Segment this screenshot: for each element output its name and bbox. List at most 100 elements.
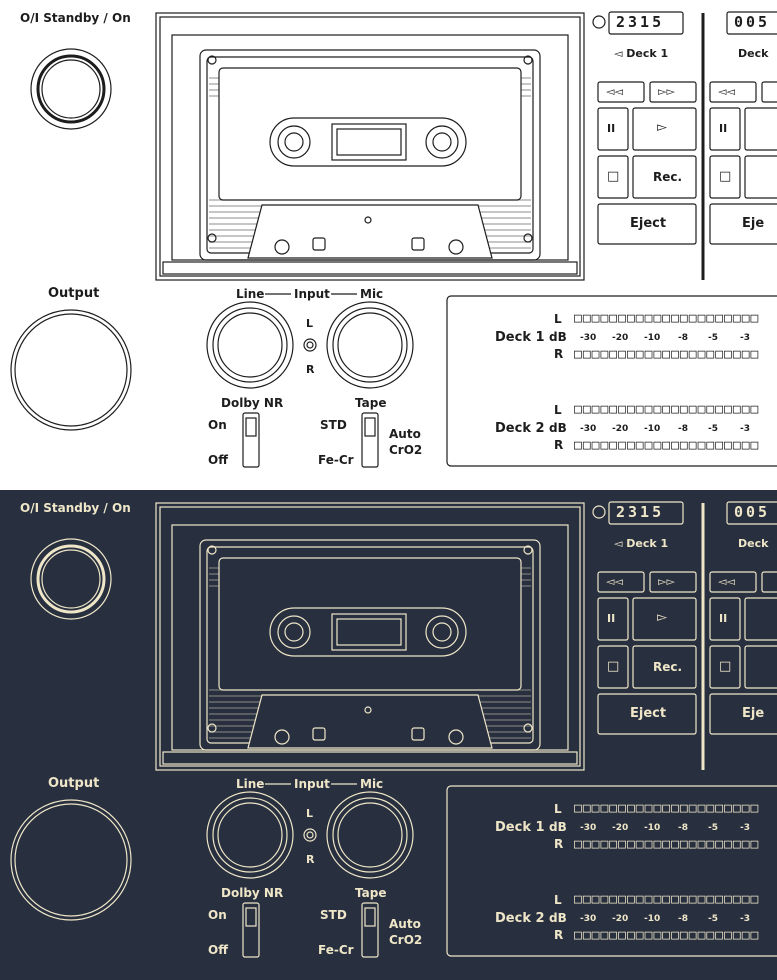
deck1-stop-button[interactable]: □ — [607, 659, 620, 674]
meter2-scale-8: -8 — [678, 424, 688, 434]
mic-knob[interactable] — [326, 791, 414, 879]
meter-deck2-r-segments: □□□□□□□□□□□□□□□□□□□□□ — [574, 928, 760, 943]
meter2-scale-5: -5 — [708, 424, 718, 434]
deck1-ff-button[interactable]: ▻▻ — [658, 575, 675, 588]
meter-deck1-label: Deck 1 — [495, 820, 545, 835]
dark-panel: O/I Standby / On Output Line Input Mic L… — [0, 490, 777, 980]
dolby-off: Off — [208, 943, 228, 957]
deck1-pause-button[interactable]: II — [607, 122, 616, 135]
lr-jack[interactable] — [303, 828, 317, 842]
meter-deck1-db: dB — [549, 820, 567, 834]
meter-deck2-l: L — [554, 893, 562, 907]
line-knob[interactable] — [206, 301, 294, 389]
deck1-label: ◅ Deck 1 — [614, 47, 669, 60]
tape-switch[interactable] — [361, 412, 379, 468]
deck1-ff-button[interactable]: ▻▻ — [658, 85, 675, 98]
meter-deck2-label: Deck 2 — [495, 421, 545, 436]
deck1-label: ◅ Deck 1 — [614, 537, 669, 550]
deck2-rewind-button[interactable]: ◅◅ — [718, 85, 735, 98]
input-line-label: Line — [236, 777, 265, 791]
deck2-pause-button[interactable]: II — [719, 612, 728, 625]
output-label: Output — [48, 776, 100, 791]
meter-deck2-r: R — [554, 438, 564, 452]
meter-deck2-label: Deck 2 — [495, 911, 545, 926]
meter-deck2-l: L — [554, 403, 562, 417]
meter-deck1-r: R — [554, 347, 564, 361]
deck1-controls — [592, 501, 705, 770]
dolby-switch[interactable] — [242, 412, 260, 468]
deck2-counter: 005 — [734, 503, 771, 521]
output-knob[interactable] — [10, 309, 132, 431]
meter-scale-20: -20 — [612, 333, 629, 343]
meter-scale-5: -5 — [708, 333, 718, 343]
deck2-counter: 005 — [734, 13, 771, 31]
deck1-stop-button[interactable]: □ — [607, 169, 620, 184]
deck2-eject-button[interactable]: Eje — [742, 706, 765, 721]
meter-scale-5: -5 — [708, 823, 718, 833]
dolby-switch[interactable] — [242, 902, 260, 958]
deck2-rewind-button[interactable]: ◅◅ — [718, 575, 735, 588]
deck1-rewind-button[interactable]: ◅◅ — [606, 85, 623, 98]
power-knob[interactable] — [30, 538, 112, 620]
deck2-stop-button[interactable]: □ — [719, 659, 732, 674]
output-label: Output — [48, 286, 100, 301]
deck1-counter: 2315 — [616, 13, 665, 31]
meter-deck1-r-segments: □□□□□□□□□□□□□□□□□□□□□ — [574, 837, 760, 852]
meter2-scale-3: -3 — [740, 424, 750, 434]
meter2-scale-10: -10 — [644, 424, 661, 434]
deck1-eject-button[interactable]: Eject — [630, 706, 667, 721]
meter-deck1-label: Deck 1 — [495, 330, 545, 345]
meter-deck1-l-segments: □□□□□□□□□□□□□□□□□□□□□ — [574, 311, 760, 326]
deck1-play-button[interactable]: ▻ — [657, 610, 667, 625]
dolby-title: Dolby NR — [221, 396, 284, 410]
meter-deck2-db: dB — [549, 421, 567, 435]
tape-fecr: Fe-Cr — [318, 943, 354, 957]
lr-jack[interactable] — [303, 338, 317, 352]
mic-knob[interactable] — [326, 301, 414, 389]
meter-deck1-l-segments: □□□□□□□□□□□□□□□□□□□□□ — [574, 801, 760, 816]
tape-std: STD — [320, 418, 347, 432]
meter-scale-30: -30 — [580, 823, 597, 833]
deck2-stop-button[interactable]: □ — [719, 169, 732, 184]
meter2-scale-20: -20 — [612, 424, 629, 434]
meter-scale-3: -3 — [740, 333, 750, 343]
input-r-label: R — [306, 853, 315, 866]
deck2-controls — [709, 501, 777, 735]
meter2-scale-30: -30 — [580, 424, 597, 434]
meter2-scale-3: -3 — [740, 914, 750, 924]
meter-deck1-l: L — [554, 802, 562, 816]
meter2-scale-8: -8 — [678, 914, 688, 924]
line-knob[interactable] — [206, 791, 294, 879]
deck1-rec-button[interactable]: Rec. — [653, 170, 683, 184]
meter-deck2-r: R — [554, 928, 564, 942]
tape-switch[interactable] — [361, 902, 379, 958]
cassette-tape — [199, 539, 541, 751]
meter-scale-8: -8 — [678, 333, 688, 343]
light-panel-drawing — [10, 11, 777, 468]
deck2-eject-button[interactable]: Eje — [742, 216, 765, 231]
output-knob[interactable] — [10, 799, 132, 921]
deck1-eject-button[interactable]: Eject — [630, 216, 667, 231]
deck2-pause-button[interactable]: II — [719, 122, 728, 135]
meter-scale-8: -8 — [678, 823, 688, 833]
dolby-on: On — [208, 418, 227, 432]
meter-deck2-l-segments: □□□□□□□□□□□□□□□□□□□□□ — [574, 892, 760, 907]
meter-scale-10: -10 — [644, 333, 661, 343]
meter2-scale-20: -20 — [612, 914, 629, 924]
input-label: Input — [294, 287, 330, 301]
deck1-rewind-button[interactable]: ◅◅ — [606, 575, 623, 588]
deck1-play-button[interactable]: ▻ — [657, 120, 667, 135]
dolby-title: Dolby NR — [221, 886, 284, 900]
meter2-scale-30: -30 — [580, 914, 597, 924]
input-label: Input — [294, 777, 330, 791]
deck1-pause-button[interactable]: II — [607, 612, 616, 625]
deck1-rec-button[interactable]: Rec. — [653, 660, 683, 674]
dark-panel-drawing — [10, 501, 777, 958]
deck1-counter: 2315 — [616, 503, 665, 521]
dolby-off: Off — [208, 453, 228, 467]
tape-std: STD — [320, 908, 347, 922]
tape-title: Tape — [355, 396, 387, 410]
power-knob[interactable] — [30, 48, 112, 130]
input-r-label: R — [306, 363, 315, 376]
meter-deck1-l: L — [554, 312, 562, 326]
